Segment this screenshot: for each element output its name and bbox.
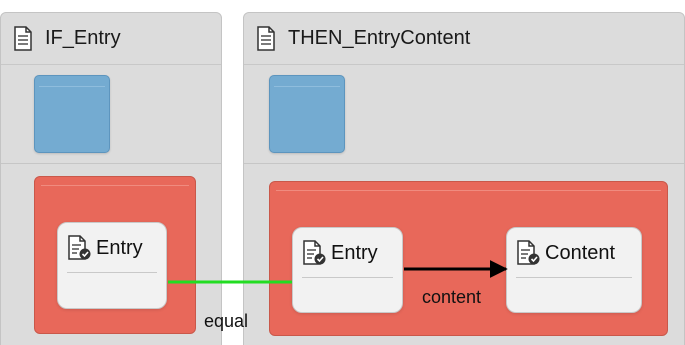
- then-panel-header: THEN_EntryContent: [244, 13, 684, 65]
- then-entry-node[interactable]: Entry: [292, 227, 403, 313]
- then-panel-divider: [244, 163, 684, 164]
- if-panel-divider: [1, 163, 221, 164]
- then-entrycontent-panel[interactable]: THEN_EntryContent Entry: [243, 12, 685, 345]
- document-check-icon: [68, 235, 91, 260]
- document-icon: [14, 26, 32, 51]
- node-divider: [516, 277, 632, 278]
- if-pattern-box[interactable]: Entry: [34, 176, 196, 334]
- equal-link-label: equal: [204, 311, 249, 331]
- node-divider: [302, 277, 393, 278]
- then-panel-title: THEN_EntryContent: [288, 27, 471, 49]
- then-content-node-label: Content: [545, 242, 616, 264]
- document-icon: [257, 26, 275, 51]
- if-entry-node-label: Entry: [96, 237, 143, 259]
- then-content-node[interactable]: Content: [506, 227, 642, 313]
- then-entry-node-label: Entry: [331, 242, 378, 264]
- node-divider: [67, 272, 157, 273]
- if-pattern-tile[interactable]: [34, 75, 110, 153]
- if-entry-node[interactable]: Entry: [57, 222, 167, 309]
- document-check-icon: [303, 240, 326, 265]
- then-pattern-tile[interactable]: [269, 75, 345, 153]
- if-panel-header: IF_Entry: [1, 13, 221, 65]
- then-pattern-box[interactable]: Entry Content: [269, 181, 668, 336]
- document-check-icon: [517, 240, 540, 265]
- if-entry-panel[interactable]: IF_Entry Entry: [0, 12, 222, 345]
- if-panel-title: IF_Entry: [45, 27, 121, 49]
- content-link-label: content: [422, 287, 482, 307]
